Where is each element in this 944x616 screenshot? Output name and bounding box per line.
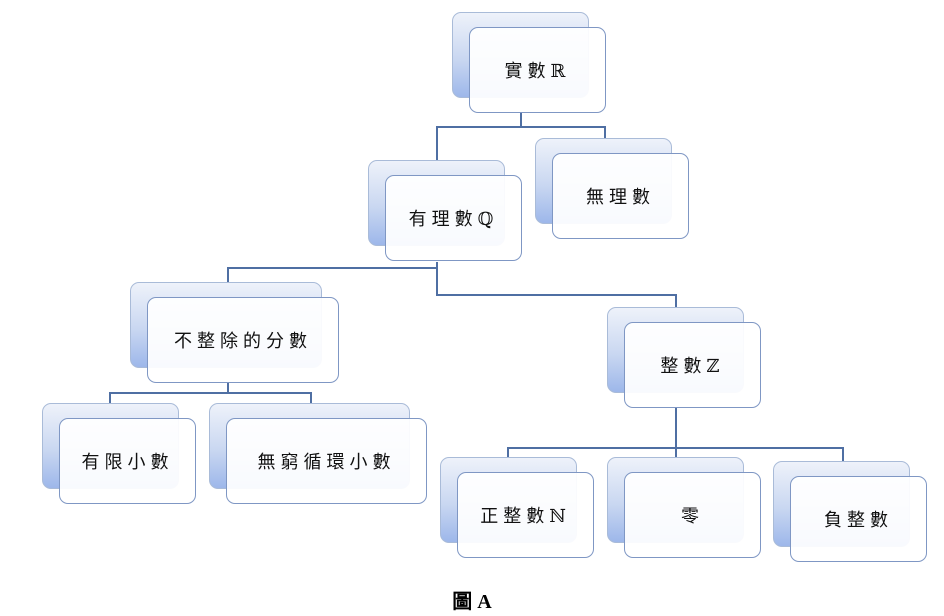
node-label: 正整數ℕ (457, 472, 594, 558)
figure-caption: 圖 A (452, 591, 492, 613)
node-label: 無窮循環小數 (226, 418, 427, 504)
node-label: 有限小數 (59, 418, 196, 504)
node-label: 整數ℤ (624, 322, 761, 408)
node-label: 無理數 (552, 153, 689, 239)
node-label: 零 (624, 472, 761, 558)
node-label: 負整數 (790, 476, 927, 562)
node-label: 實數ℝ (469, 27, 606, 113)
node-label: 不整除的分數 (147, 297, 339, 383)
node-label: 有理數ℚ (385, 175, 522, 261)
